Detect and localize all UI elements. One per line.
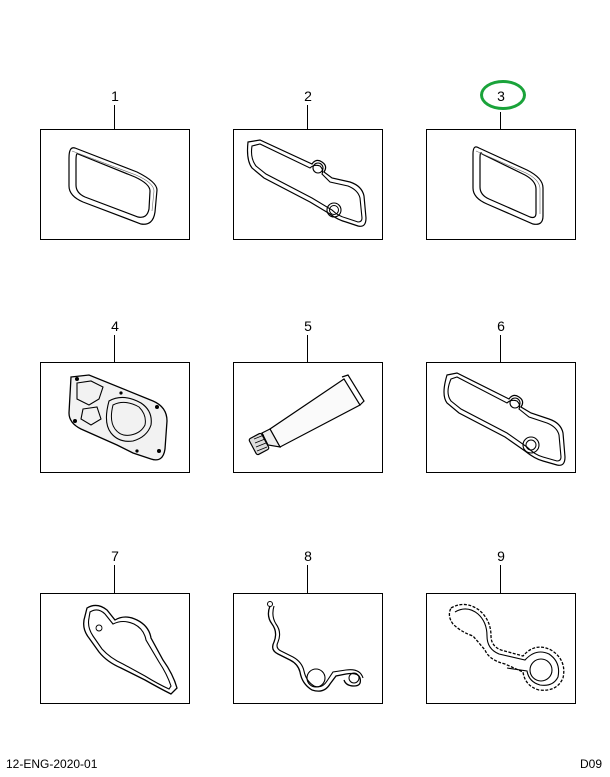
part-number-1: 1	[111, 88, 119, 104]
part-number-3: 3	[497, 88, 505, 104]
housing-gasket-icon	[246, 139, 367, 227]
contour-gasket-icon	[83, 604, 178, 695]
part-box-2[interactable]	[233, 129, 383, 240]
loop-gasket-icon	[267, 601, 364, 692]
part-number-5: 5	[304, 318, 312, 334]
plate-gasket-icon	[68, 374, 168, 461]
leader-line	[307, 335, 309, 362]
part-box-5[interactable]	[233, 362, 383, 473]
part-box-3[interactable]	[426, 129, 576, 240]
leader-line	[114, 105, 116, 129]
part-box-1[interactable]	[40, 129, 190, 240]
leader-line	[500, 112, 502, 129]
leader-line	[114, 565, 116, 593]
leader-line	[500, 335, 502, 362]
part-box-4[interactable]	[40, 362, 190, 473]
rectangular-gasket-icon	[68, 147, 158, 225]
leader-line	[500, 565, 502, 593]
part-box-6[interactable]	[426, 362, 576, 473]
part-number-8: 8	[304, 548, 312, 564]
sealant-tube-icon	[248, 374, 365, 456]
part-number-4: 4	[111, 318, 119, 334]
part-number-2: 2	[304, 88, 312, 104]
cover-gasket-icon	[448, 603, 565, 691]
drawing-code: 12-ENG-2020-01	[6, 757, 98, 771]
part-number-7: 7	[111, 548, 119, 564]
housing-gasket-icon	[443, 372, 566, 466]
rectangular-gasket-icon	[472, 146, 544, 225]
leader-line	[114, 335, 116, 362]
part-number-6: 6	[497, 318, 505, 334]
page-code: D09	[579, 757, 602, 771]
part-number-9: 9	[497, 548, 505, 564]
highlight-circle	[480, 80, 526, 110]
part-box-8[interactable]	[233, 593, 383, 704]
leader-line	[307, 565, 309, 593]
leader-line	[307, 105, 309, 129]
part-box-7[interactable]	[40, 593, 190, 704]
part-box-9[interactable]	[426, 593, 576, 704]
